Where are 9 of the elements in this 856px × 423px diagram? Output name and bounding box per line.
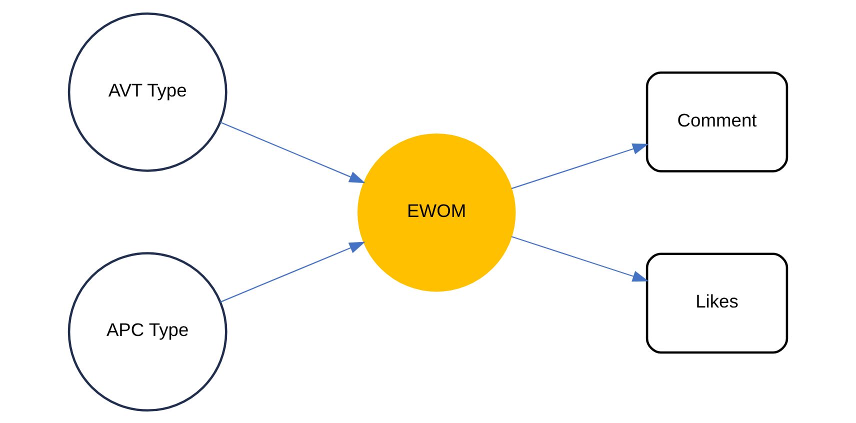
node-box: Comment <box>646 71 788 172</box>
node-box: Likes <box>646 252 788 354</box>
node-circle: EWOM <box>357 132 516 292</box>
node-circle: AVT Type <box>68 12 228 172</box>
arrow <box>511 236 649 282</box>
arrow <box>220 121 366 183</box>
arrow <box>220 241 366 302</box>
node-circle: APC Type <box>68 252 228 412</box>
arrow <box>511 143 649 189</box>
